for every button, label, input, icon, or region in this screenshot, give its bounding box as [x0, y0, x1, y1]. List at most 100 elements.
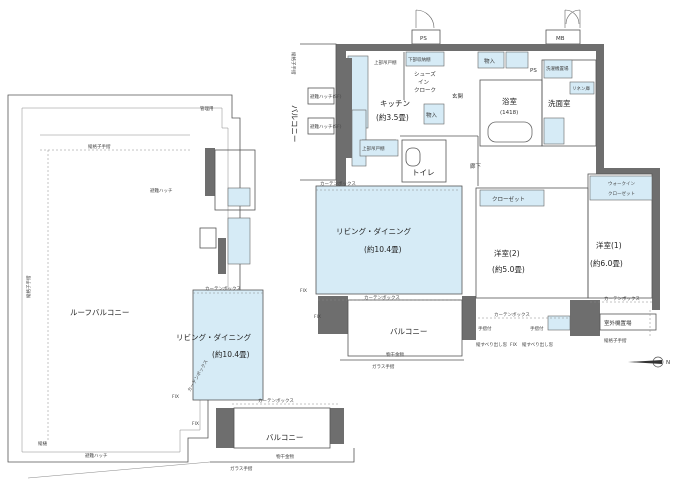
kitchen-upper-cab: 上部吊戸棚: [362, 145, 385, 152]
frame-rail-label: 縦格子手摺: [88, 143, 111, 150]
left-curtain-label: カーテンボックス: [205, 285, 241, 292]
right-living-floor: [316, 186, 462, 294]
vent-duct-1-label: 避難ハッチ(SF): [310, 93, 342, 100]
right-balcony-label: バルコニー: [390, 327, 427, 336]
kitchen-cabinet-label: 上部吊戸棚: [374, 59, 397, 66]
left-storage-box: [227, 217, 251, 265]
right-wall-lower: [652, 170, 660, 310]
left-stair-box: [227, 187, 251, 207]
upper-storage: [505, 51, 529, 69]
outdoor-unit-label: 室外機置場: [604, 319, 632, 327]
linen-box: [569, 81, 595, 95]
sliding-window-2: 縦すべり出し窓: [522, 341, 554, 348]
shoes-closet-l1: シューズ: [414, 70, 436, 78]
shoes-closet-l2: イン: [418, 80, 430, 86]
left-curtain-label-2: カーテンボックス: [258, 397, 294, 404]
left-living-label: リビング・ダイニング: [176, 332, 251, 342]
walkin-l1: ウォークイン: [608, 180, 635, 187]
right-fix-3: FIX: [510, 342, 517, 348]
bottom-right-column: [570, 300, 600, 336]
closet-label: クローゼット: [492, 195, 525, 203]
mb-door-swing: [564, 9, 580, 28]
right-frame-rail: 縦格子手摺: [604, 337, 627, 344]
bottom-mid-column: [462, 296, 476, 340]
kitchen-wall: [346, 58, 352, 158]
hallway-label: 廊下: [470, 162, 482, 170]
right-balcony: [347, 299, 463, 357]
wash-basin: [543, 117, 565, 145]
mb-door-swing-2: [565, 9, 581, 28]
right-unit: PS MB バルコニー 避難ハッチ(SF) 避難ハッチ(SF) 縦格子手摺 キッ…: [290, 9, 660, 370]
bathtub: [487, 121, 533, 143]
kitchen-area: (約3.5畳): [376, 112, 409, 122]
right-step-wall: [596, 168, 660, 174]
bottom-left-column: [318, 296, 348, 334]
bath-size: (1418): [500, 110, 518, 116]
left-living-floor: [193, 290, 263, 400]
left-balcony-box: [233, 407, 331, 449]
compass-needle-icon: [628, 360, 662, 364]
right-living-area: (約10.4畳): [364, 244, 402, 254]
left-glass-rail: [210, 448, 355, 463]
left-frame-rail-v: 縦格子手摺: [25, 275, 32, 298]
right-wall-upper: [596, 44, 604, 174]
ps-label-right: PS: [530, 68, 537, 74]
washroom-label: 洗面室: [548, 98, 571, 108]
vent-duct-1: [307, 87, 335, 105]
toilet-bowl: [405, 147, 421, 167]
left-fix-label-2: FIX: [192, 421, 199, 427]
storage-2-label: 物入: [426, 111, 438, 119]
left-unit: 縦格子手摺 管理用 避難ハッチ 縦樋 縦格子手摺 避難ハッチ ルーフバルコニー …: [7, 94, 355, 479]
right-fix-2: FIX: [314, 314, 321, 320]
outdoor-unit-box: [599, 313, 657, 331]
left-object-rail: 物干金物: [276, 453, 294, 460]
left-vent-hatch: 避難ハッチ: [85, 452, 108, 459]
w2-curtain-label: カーテンボックス: [494, 311, 530, 318]
ps-label-left: PS: [420, 36, 427, 42]
western1-area: (約6.0畳): [590, 258, 623, 268]
linen-label: リネン庫: [572, 85, 590, 92]
left-balcony-label: バルコニー: [266, 433, 303, 442]
storage-1-label: 物入: [484, 57, 496, 65]
right-curtain-top-label: カーテンボックス: [320, 180, 356, 187]
right-living-outline: [315, 185, 463, 295]
right-living-label: リビング・ダイニング: [336, 226, 411, 236]
left-balcony-wall-r: [330, 408, 344, 444]
shoes-shelf-label: 下部収納棚: [408, 56, 431, 63]
left-core-wall: [205, 148, 215, 196]
closet-box: [479, 189, 545, 207]
left-tube-label: 縦樋: [38, 440, 47, 447]
compass-north: N: [666, 360, 670, 366]
vent-duct-2: [307, 117, 335, 135]
right-object-rail: 物干金物: [386, 351, 404, 358]
mb-label: MB: [556, 36, 565, 42]
entrance-door-swing: [415, 9, 435, 29]
toilet-label: トイレ: [412, 168, 435, 177]
side-frame-rail: 縦格子手摺: [290, 52, 297, 75]
left-vent-label: 避難ハッチ: [150, 187, 173, 194]
left-living-area: (約10.4畳): [212, 349, 250, 359]
hand-rail-2: 手摺付: [530, 325, 544, 332]
shoes-closet-l3: クローク: [414, 87, 436, 94]
western2-label: 洋室(2): [494, 248, 520, 258]
compass: N: [628, 356, 670, 368]
walkin-l2: クローゼット: [608, 190, 635, 197]
vent-duct-2-label: 避難ハッチ(SF): [310, 123, 342, 130]
laundry-label: 洗濯機置場: [546, 65, 569, 72]
storage-2: [423, 103, 445, 125]
right-glass-rail-label: ガラス手摺: [372, 363, 395, 370]
side-balcony-label: バルコニー: [290, 105, 299, 142]
shoes-shelf: [405, 51, 445, 67]
hand-rail-1: 手摺付: [478, 325, 492, 332]
storage-1: [477, 51, 505, 69]
right-curtain-bottom-label: カーテンボックス: [364, 294, 400, 301]
left-living-outline: [192, 289, 264, 401]
left-core-wall-2: [218, 238, 226, 274]
left-wall: [336, 44, 346, 194]
bath-label: 浴室: [502, 96, 517, 106]
laundry-box: [543, 59, 573, 79]
left-glass-rail-label: ガラス手摺: [230, 465, 253, 472]
kitchen-label: キッチン: [380, 99, 410, 108]
side-balcony: [300, 43, 337, 181]
